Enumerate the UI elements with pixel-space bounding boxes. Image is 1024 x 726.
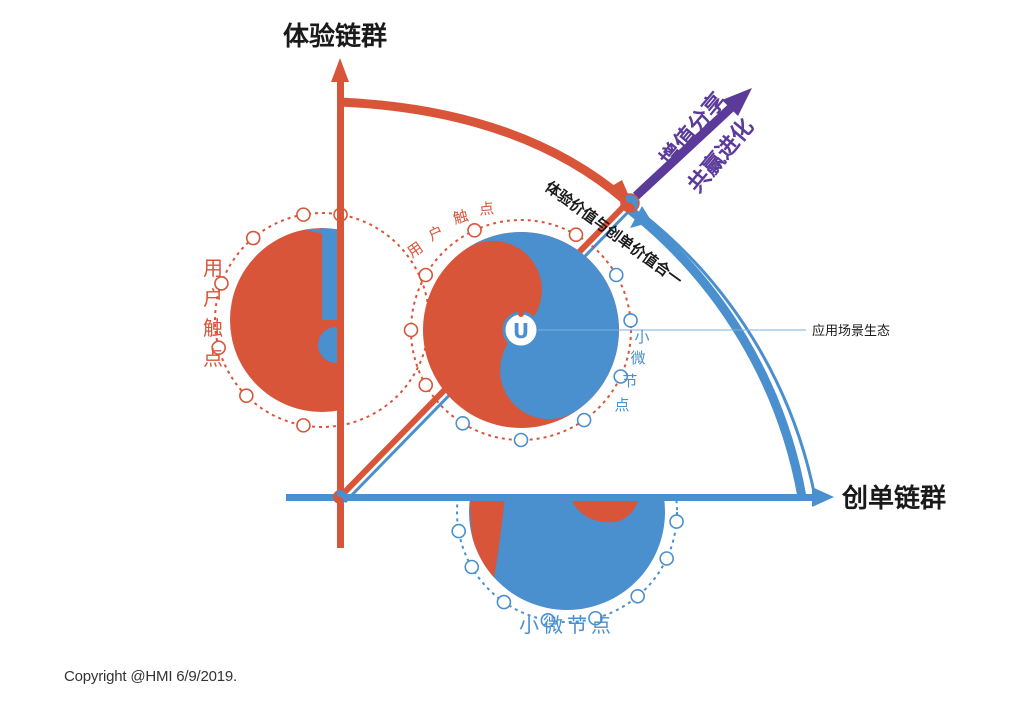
u-logo-letter: U	[513, 319, 529, 343]
bottom-node-markers	[451, 514, 684, 628]
svg-text:点: 点	[614, 396, 629, 414]
node-marker	[296, 207, 311, 222]
horizontal-axis-arrowhead	[812, 487, 834, 507]
node-marker	[540, 613, 556, 628]
node-marker	[659, 551, 674, 566]
ecosystem-label: 应用场景生态	[812, 323, 890, 339]
node-marker	[464, 559, 480, 575]
micro-node-vertical-label: 小 微 节 点	[614, 328, 649, 414]
creation-arc-inner	[639, 210, 817, 498]
node-marker	[245, 230, 261, 246]
node-marker	[214, 276, 229, 291]
node-marker	[451, 523, 466, 539]
value-share-arrowhead	[722, 88, 752, 116]
value-share-arrow	[632, 100, 739, 200]
svg-text:户: 户	[203, 286, 223, 310]
bottom-dotted-ring	[456, 497, 678, 623]
svg-text:用: 用	[203, 256, 223, 280]
user-touch-arc-label: 用 户 触 点	[404, 199, 495, 261]
svg-text:触: 触	[451, 207, 470, 228]
node-marker	[496, 594, 512, 610]
bottom-blue-fill	[469, 497, 665, 610]
origin-yin-yang-icon	[333, 490, 347, 504]
u-logo-icon: U	[502, 311, 540, 349]
svg-text:用: 用	[404, 238, 427, 261]
node-marker	[239, 388, 254, 403]
node-marker	[630, 588, 646, 604]
node-marker	[588, 610, 603, 626]
svg-text:点: 点	[478, 199, 495, 218]
vertical-axis-arrowhead	[331, 58, 349, 82]
left-user-touch-circle	[211, 207, 430, 433]
bottom-micro-node-circle	[451, 497, 684, 628]
copyright-text: Copyright @HMI 6/9/2019.	[64, 668, 238, 685]
node-marker	[296, 418, 311, 433]
node-marker	[623, 313, 638, 328]
svg-text:小: 小	[634, 328, 649, 346]
node-marker	[576, 412, 592, 428]
horizontal-axis	[286, 487, 834, 507]
node-marker	[467, 223, 482, 238]
svg-text:点: 点	[203, 346, 223, 370]
node-marker	[455, 415, 471, 431]
node-marker	[513, 432, 529, 448]
convergence-yin-yang-icon	[620, 193, 640, 213]
node-marker	[669, 514, 684, 529]
creation-chain-label: 创单链群	[841, 483, 946, 514]
svg-text:触: 触	[203, 316, 223, 340]
node-marker	[403, 322, 419, 338]
node-marker	[418, 377, 434, 393]
left-orange-fill	[230, 228, 340, 412]
node-marker	[608, 267, 624, 283]
node-marker	[211, 340, 226, 355]
user-touch-vertical-label: 用 户 触 点	[203, 256, 223, 370]
node-marker	[568, 227, 584, 243]
node-marker	[613, 369, 628, 384]
creation-arc	[627, 206, 807, 498]
experience-chain-label: 体验链群	[283, 21, 387, 52]
main-blue-swirl	[464, 232, 619, 420]
creation-arc-arrowhead	[630, 206, 652, 228]
svg-text:微: 微	[630, 349, 645, 367]
vertical-axis	[331, 58, 349, 548]
node-marker	[418, 267, 434, 283]
svg-text:节: 节	[622, 372, 637, 390]
experience-arc	[339, 97, 628, 204]
micro-node-horizontal-label: 小微节点	[519, 613, 615, 637]
main-node-markers	[403, 223, 638, 448]
svg-text:户: 户	[425, 222, 446, 245]
